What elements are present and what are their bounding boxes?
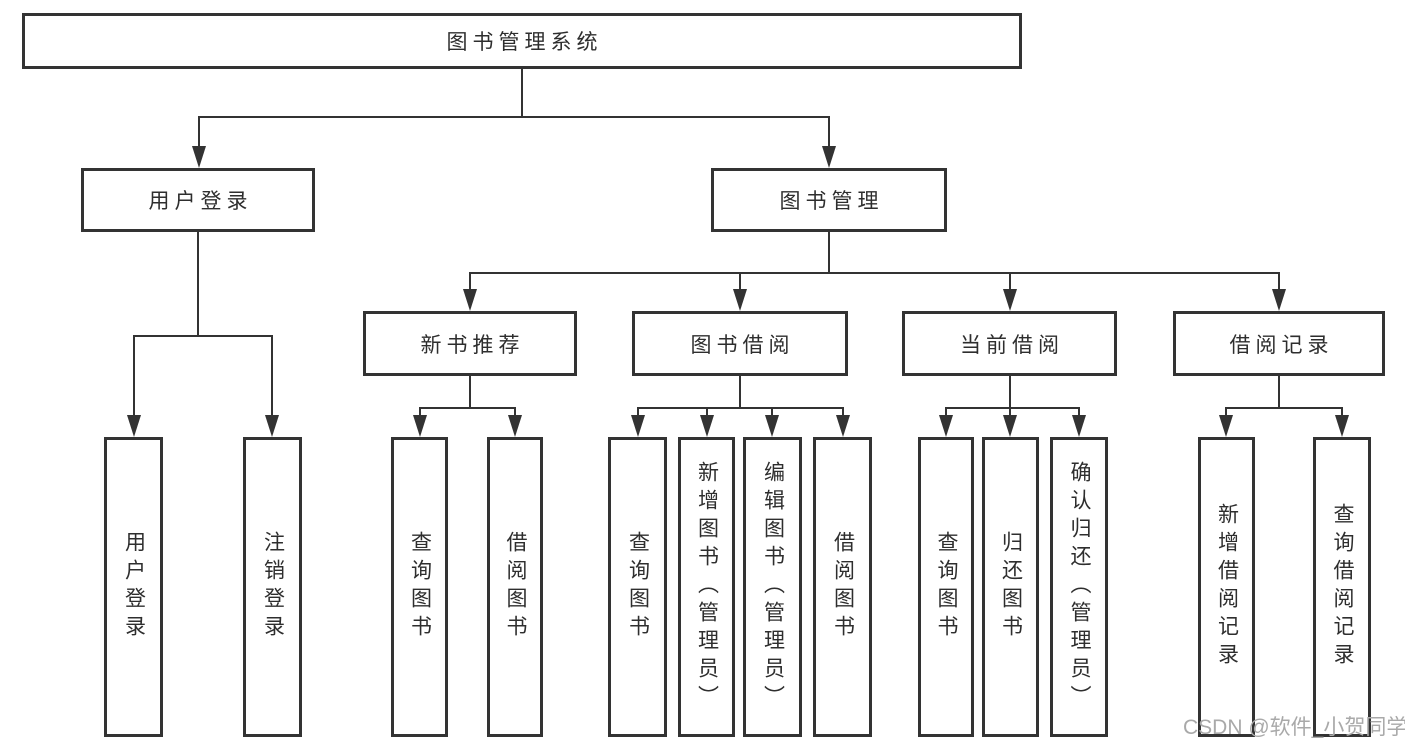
node-user-login: 用户登录 bbox=[81, 168, 315, 232]
arrow-down-icon bbox=[822, 146, 836, 168]
connector-line bbox=[1009, 408, 1011, 417]
connector-line bbox=[419, 407, 516, 409]
connector-line bbox=[133, 335, 273, 337]
connector-line bbox=[1225, 407, 1343, 409]
connector-line bbox=[514, 408, 516, 417]
arrow-down-icon bbox=[1072, 415, 1086, 437]
connector-line bbox=[637, 407, 844, 409]
connector-line bbox=[521, 69, 523, 118]
node-borrowing-records: 借阅记录 bbox=[1173, 311, 1385, 376]
connector-line bbox=[1278, 376, 1280, 409]
leaf-query-books-recommend: 查询图书 bbox=[391, 437, 448, 737]
arrow-down-icon bbox=[463, 289, 477, 311]
connector-line bbox=[945, 408, 947, 417]
leaf-edit-book-admin: 编辑图书（管理员） bbox=[743, 437, 802, 737]
connector-line bbox=[469, 273, 471, 290]
node-new-book-recommend: 新书推荐 bbox=[363, 311, 577, 376]
connector-line bbox=[739, 376, 741, 409]
connector-line bbox=[469, 272, 1280, 274]
connector-line bbox=[706, 408, 708, 417]
connector-line bbox=[637, 408, 639, 417]
leaf-borrow-books-borrowing: 借阅图书 bbox=[813, 437, 872, 737]
arrow-down-icon bbox=[1272, 289, 1286, 311]
connector-line bbox=[945, 407, 1080, 409]
node-label: 图书管理系统 bbox=[446, 31, 603, 54]
connector-line bbox=[1009, 273, 1011, 290]
leaf-confirm-return-admin: 确认归还（管理员） bbox=[1050, 437, 1108, 737]
arrow-down-icon bbox=[127, 415, 141, 437]
arrow-down-icon bbox=[1003, 415, 1017, 437]
leaf-query-borrow-record: 查询借阅记录 bbox=[1313, 437, 1371, 737]
arrow-down-icon bbox=[192, 146, 206, 168]
arrow-down-icon bbox=[700, 415, 714, 437]
node-book-borrowing: 图书借阅 bbox=[632, 311, 848, 376]
arrow-down-icon bbox=[765, 415, 779, 437]
connector-line bbox=[771, 408, 773, 417]
connector-line bbox=[197, 232, 199, 337]
arrow-down-icon bbox=[1003, 289, 1017, 311]
connector-line bbox=[1341, 408, 1343, 417]
node-label: 用户登录 bbox=[148, 190, 253, 213]
node-label: 图书管理 bbox=[779, 190, 884, 213]
arrow-down-icon bbox=[836, 415, 850, 437]
connector-line bbox=[1278, 273, 1280, 290]
connector-line bbox=[1225, 408, 1227, 417]
node-library-management-system: 图书管理系统 bbox=[22, 13, 1022, 69]
csdn-watermark: CSDN @软件_小贺同学 bbox=[1183, 716, 1405, 739]
node-label: 图书借阅 bbox=[690, 333, 795, 357]
leaf-logout: 注销登录 bbox=[243, 437, 302, 737]
connector-line bbox=[469, 376, 471, 409]
connector-line bbox=[842, 408, 844, 417]
arrow-down-icon bbox=[631, 415, 645, 437]
connector-line bbox=[271, 336, 273, 416]
connector-line bbox=[828, 232, 830, 274]
arrow-down-icon bbox=[413, 415, 427, 437]
arrow-down-icon bbox=[508, 415, 522, 437]
node-label: 新书推荐 bbox=[420, 333, 525, 357]
leaf-borrow-books-recommend: 借阅图书 bbox=[487, 437, 543, 737]
arrow-down-icon bbox=[1335, 415, 1349, 437]
connector-line bbox=[1009, 376, 1011, 409]
arrow-down-icon bbox=[1219, 415, 1233, 437]
leaf-query-books-borrowing: 查询图书 bbox=[608, 437, 667, 737]
node-book-management: 图书管理 bbox=[711, 168, 947, 232]
connector-line bbox=[419, 408, 421, 417]
connector-line bbox=[198, 117, 200, 147]
node-label: 当前借阅 bbox=[960, 333, 1064, 357]
leaf-user-login: 用户登录 bbox=[104, 437, 163, 737]
arrow-down-icon bbox=[265, 415, 279, 437]
leaf-add-book-admin: 新增图书（管理员） bbox=[678, 437, 735, 737]
leaf-return-book: 归还图书 bbox=[982, 437, 1039, 737]
arrow-down-icon bbox=[733, 289, 747, 311]
connector-line bbox=[1078, 408, 1080, 417]
connector-line bbox=[133, 336, 135, 416]
connector-line bbox=[739, 273, 741, 290]
connector-line bbox=[828, 117, 830, 147]
arrow-down-icon bbox=[939, 415, 953, 437]
node-current-borrowing: 当前借阅 bbox=[902, 311, 1117, 376]
node-label: 借阅记录 bbox=[1229, 333, 1334, 357]
connector-line bbox=[198, 116, 830, 118]
leaf-add-borrow-record: 新增借阅记录 bbox=[1198, 437, 1255, 737]
leaf-query-books-current: 查询图书 bbox=[918, 437, 974, 737]
